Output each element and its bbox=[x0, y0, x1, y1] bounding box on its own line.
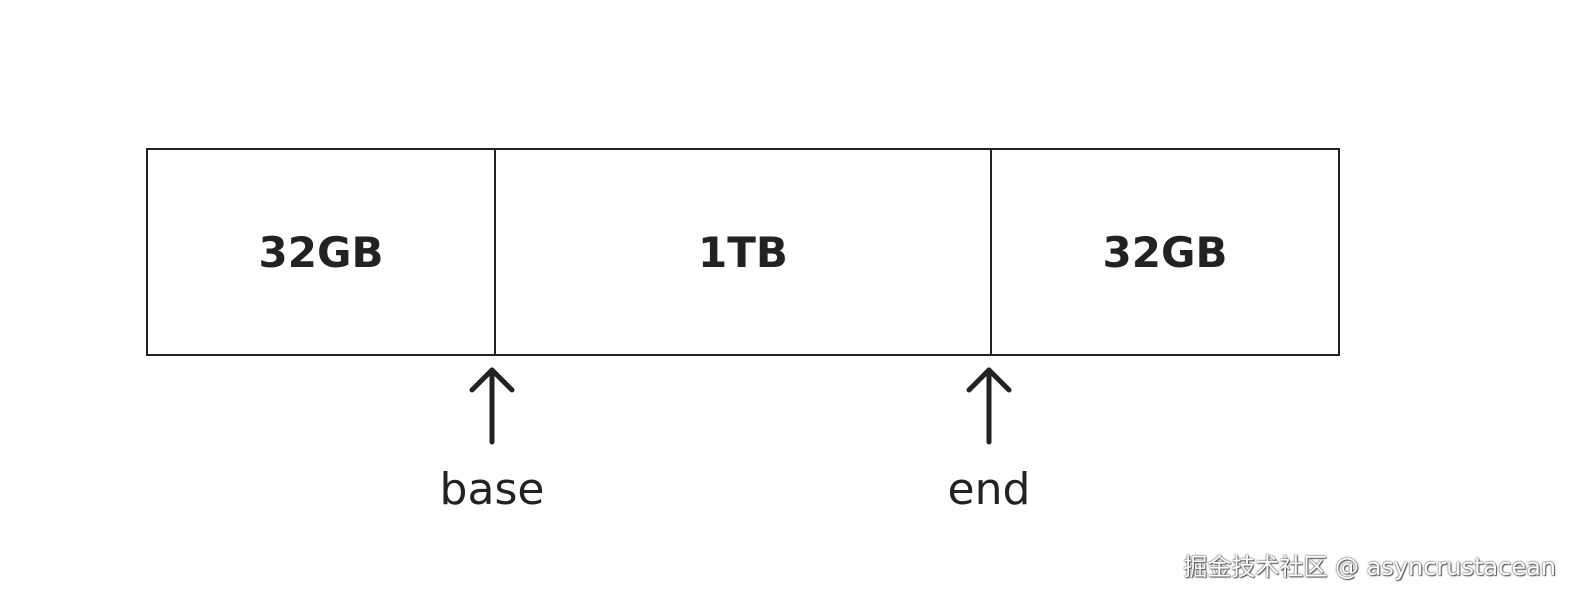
segment-left-guard: 32GB bbox=[148, 150, 496, 354]
memory-layout-bar: 32GB 1TB 32GB bbox=[146, 148, 1340, 356]
segment-left-label: 32GB bbox=[258, 227, 384, 277]
marker-label-end: end bbox=[947, 464, 1031, 515]
watermark: 掘金技术社区 @ asyncrustacean bbox=[1183, 553, 1556, 581]
arrow-up-icon bbox=[467, 366, 517, 446]
segment-main-region: 1TB bbox=[496, 150, 992, 354]
segment-right-guard: 32GB bbox=[992, 150, 1338, 354]
segment-right-label: 32GB bbox=[1102, 227, 1228, 277]
segment-main-label: 1TB bbox=[698, 227, 788, 277]
arrow-up-icon bbox=[964, 366, 1014, 446]
marker-label-base: base bbox=[439, 464, 545, 515]
